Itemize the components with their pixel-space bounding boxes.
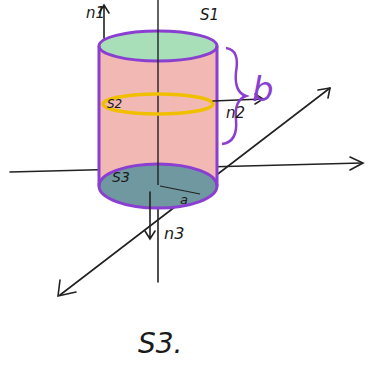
surface-label: S3 [112,170,130,184]
ring [103,94,213,114]
surface-label: S2 [107,98,122,110]
normal-label: n1 [86,6,105,21]
normal-arrows [99,5,263,239]
surface-label: S1 [200,8,219,23]
brace [222,48,246,144]
dimension-label: b [252,72,274,106]
normal-label: n3 [164,226,184,242]
dimension-label: a [180,193,188,206]
normal-label: n2 [226,106,245,121]
caption-label: S3. [138,330,183,358]
